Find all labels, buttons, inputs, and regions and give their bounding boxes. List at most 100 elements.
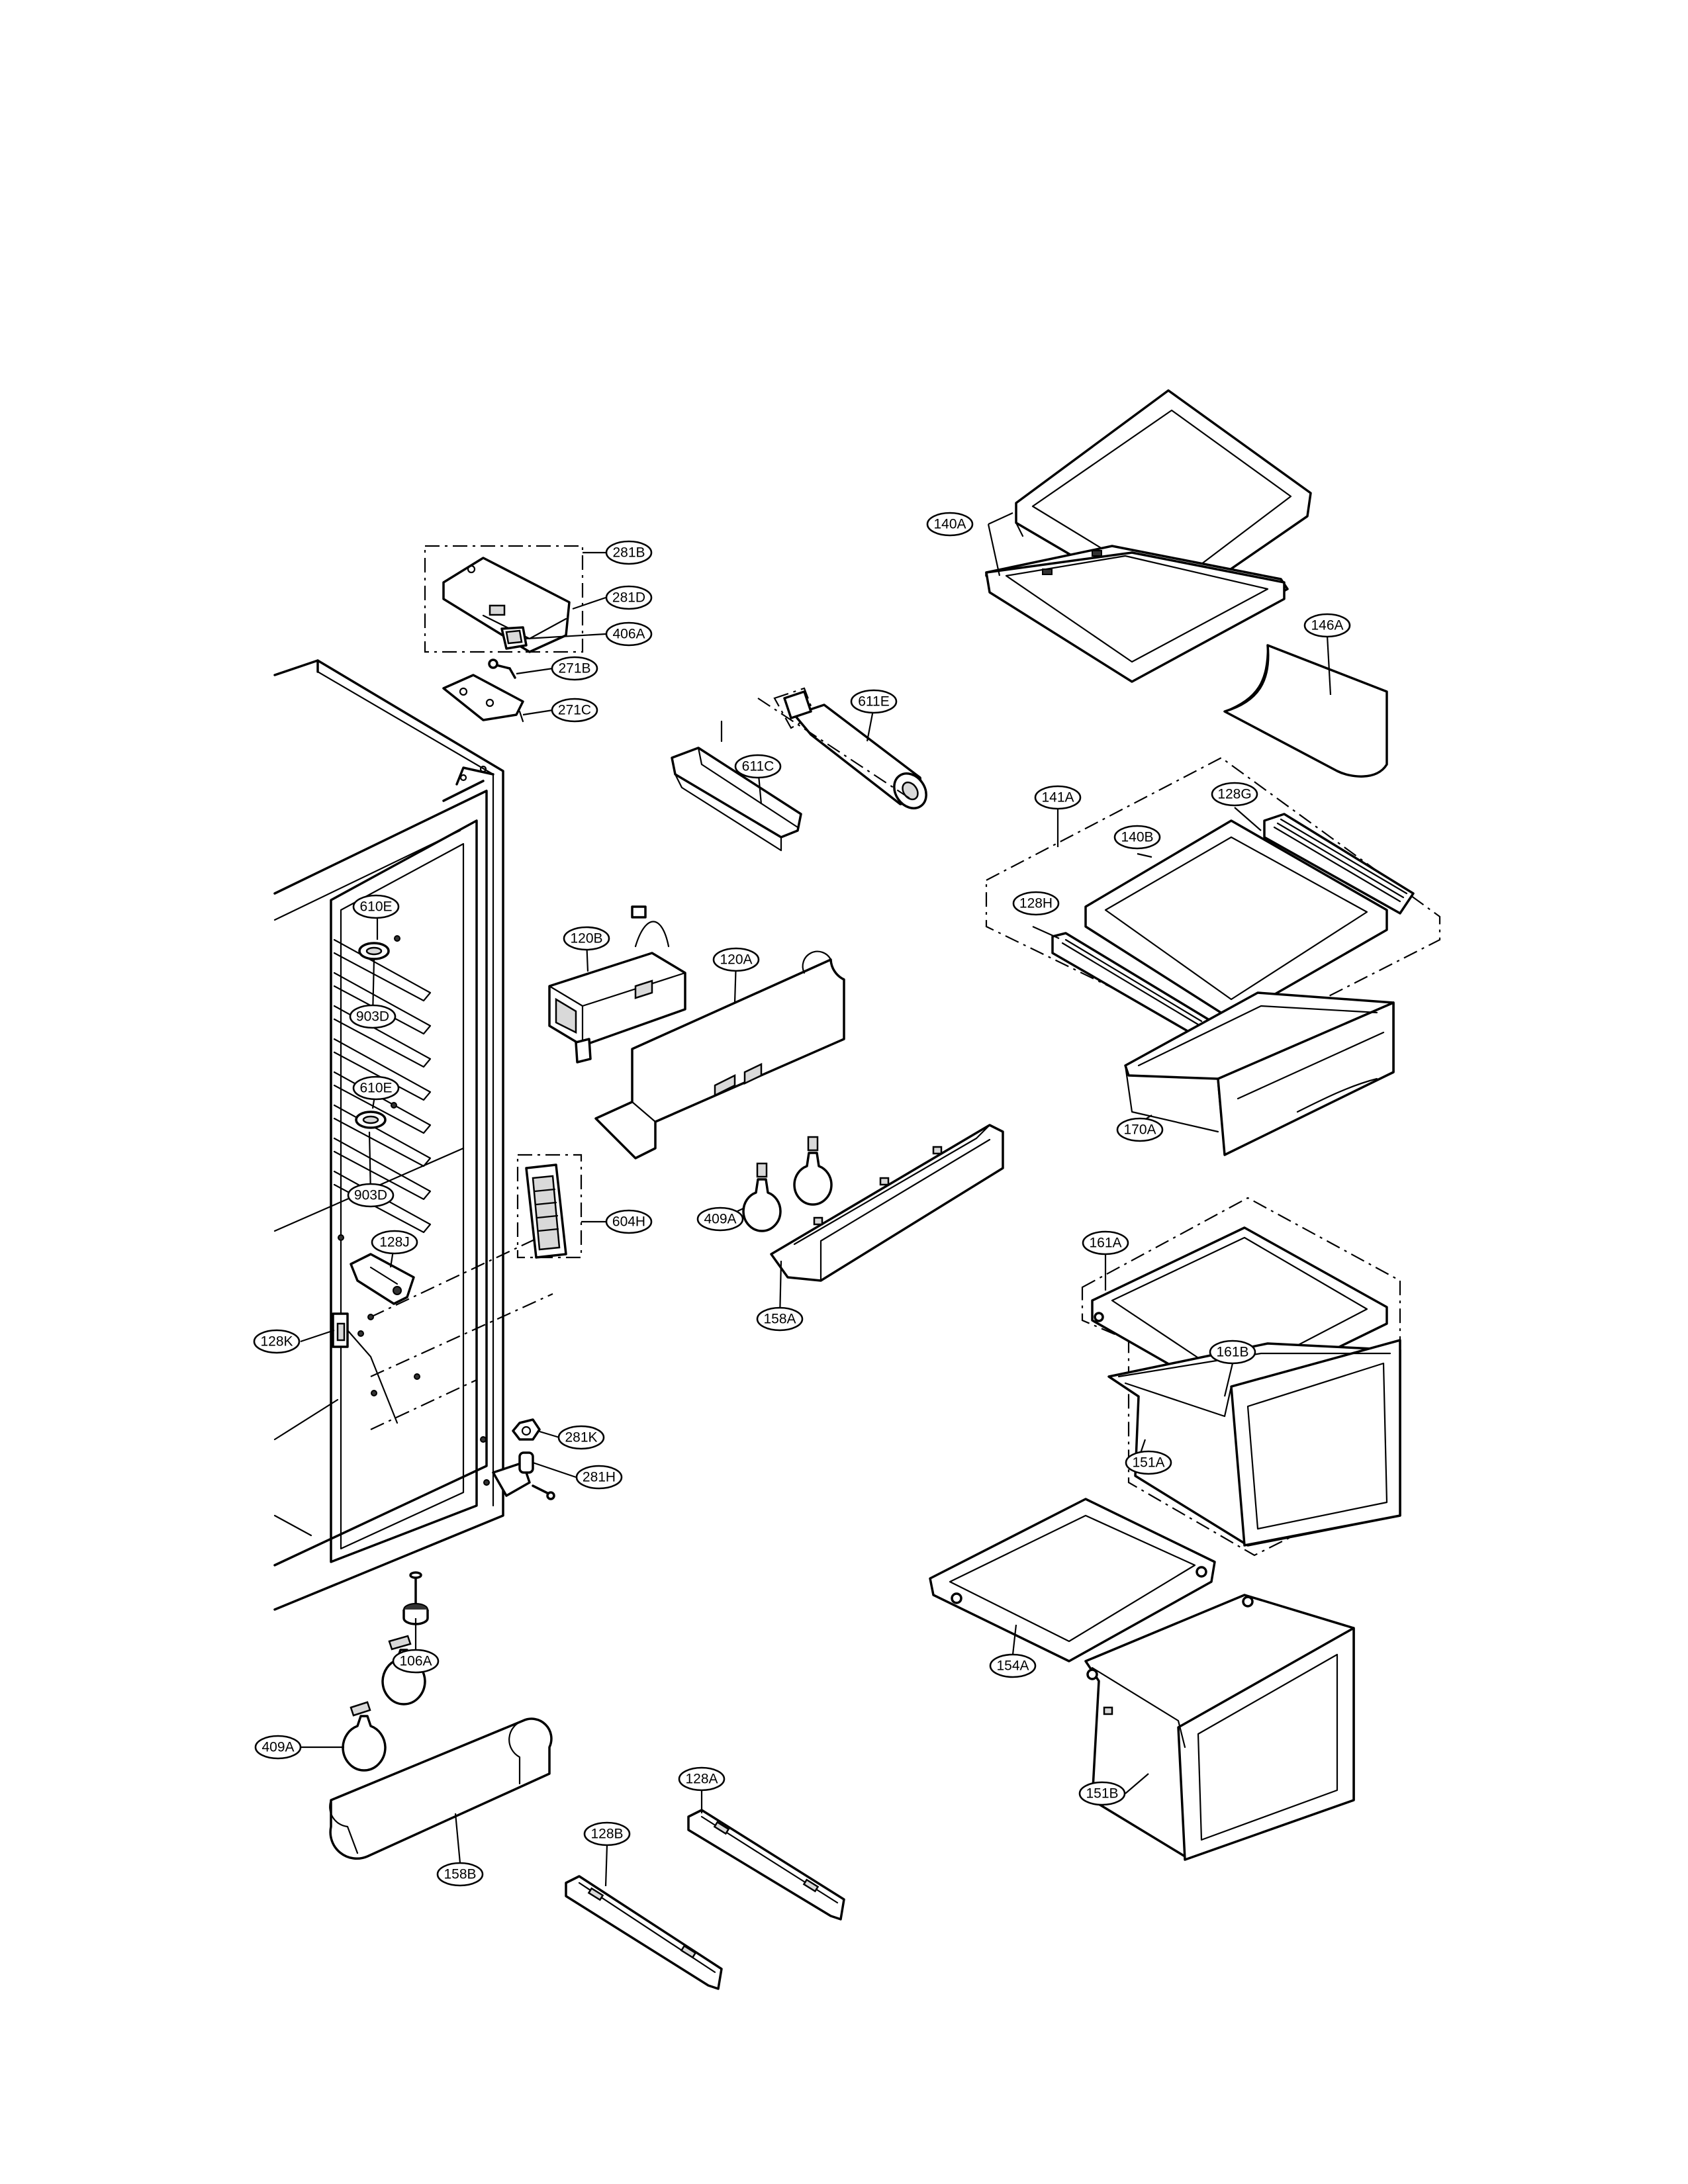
svg-text:128A: 128A xyxy=(685,1772,718,1787)
svg-text:604H: 604H xyxy=(612,1214,645,1230)
svg-text:611C: 611C xyxy=(742,759,774,774)
svg-text:161A: 161A xyxy=(1089,1236,1121,1251)
part-271C xyxy=(442,674,524,723)
svg-text:128H: 128H xyxy=(1019,896,1053,911)
svg-text:271C: 271C xyxy=(558,703,591,718)
svg-text:140A: 140A xyxy=(933,517,966,532)
svg-text:140B: 140B xyxy=(1121,830,1153,845)
svg-text:128K: 128K xyxy=(260,1334,293,1349)
svg-text:409A: 409A xyxy=(704,1212,736,1227)
callout-154A: 154A xyxy=(989,1653,1037,1678)
callout-141A: 141A xyxy=(1034,785,1082,810)
part-158A xyxy=(770,1124,1004,1282)
svg-text:120A: 120A xyxy=(720,952,752,968)
callout-151B: 151B xyxy=(1078,1781,1126,1806)
part-151A xyxy=(1107,1339,1401,1547)
part-128K xyxy=(332,1312,399,1424)
callout-146A: 146A xyxy=(1303,613,1351,638)
svg-text:610E: 610E xyxy=(359,899,392,915)
part-281H xyxy=(492,1451,555,1500)
callout-611C: 611C xyxy=(734,754,782,779)
part-604H xyxy=(516,1154,583,1259)
callout-128A: 128A xyxy=(678,1766,726,1792)
callout-610E-lower: 610E xyxy=(352,1075,400,1101)
callout-170A: 170A xyxy=(1116,1117,1164,1142)
svg-text:128J: 128J xyxy=(379,1235,410,1250)
svg-text:281H: 281H xyxy=(583,1470,616,1485)
svg-text:281B: 281B xyxy=(612,545,645,561)
callout-604H: 604H xyxy=(605,1209,653,1234)
svg-text:151A: 151A xyxy=(1132,1455,1164,1471)
callout-106A: 106A xyxy=(392,1649,440,1674)
callout-120A: 120A xyxy=(712,947,760,972)
part-611C xyxy=(671,720,802,852)
callout-281H: 281H xyxy=(575,1465,623,1490)
callout-611E: 611E xyxy=(850,689,898,714)
callout-271B: 271B xyxy=(551,656,598,681)
part-120A xyxy=(594,950,845,1160)
callout-158B: 158B xyxy=(436,1862,484,1887)
svg-text:158A: 158A xyxy=(763,1312,796,1327)
svg-text:154A: 154A xyxy=(996,1659,1029,1674)
svg-text:158B: 158B xyxy=(444,1867,476,1882)
svg-text:610E: 610E xyxy=(359,1081,392,1096)
callout-128K: 128K xyxy=(253,1329,301,1354)
svg-text:151B: 151B xyxy=(1086,1786,1118,1801)
callout-128G: 128G xyxy=(1211,782,1258,807)
svg-text:161B: 161B xyxy=(1216,1345,1248,1360)
part-151B xyxy=(1084,1594,1355,1861)
svg-text:281D: 281D xyxy=(612,590,645,606)
callout-161A: 161A xyxy=(1082,1230,1129,1255)
callout-151A: 151A xyxy=(1125,1450,1172,1475)
part-281B-assembly xyxy=(424,545,584,653)
part-140A xyxy=(985,389,1312,683)
svg-text:903D: 903D xyxy=(354,1188,387,1203)
part-146A xyxy=(1223,644,1388,778)
svg-text:271B: 271B xyxy=(558,661,590,676)
callout-281D: 281D xyxy=(605,585,653,610)
callout-406A: 406A xyxy=(605,621,653,647)
callout-903D-upper: 903D xyxy=(349,1004,397,1029)
svg-text:281K: 281K xyxy=(565,1430,597,1445)
part-170A xyxy=(1124,991,1395,1156)
callout-281B: 281B xyxy=(605,540,653,565)
svg-text:903D: 903D xyxy=(356,1009,389,1024)
part-154A xyxy=(929,1498,1216,1662)
svg-text:120B: 120B xyxy=(570,931,602,946)
svg-text:409A: 409A xyxy=(261,1740,294,1755)
svg-text:611E: 611E xyxy=(858,694,890,709)
part-141A-assembly xyxy=(985,756,1441,1047)
part-128A xyxy=(687,1809,845,1921)
callout-281K: 281K xyxy=(557,1425,605,1450)
svg-text:106A: 106A xyxy=(399,1654,432,1669)
callout-610E-upper: 610E xyxy=(352,894,400,919)
callout-409A-bottom: 409A xyxy=(254,1735,302,1760)
callout-161B: 161B xyxy=(1209,1340,1256,1365)
callout-140A: 140A xyxy=(926,512,974,537)
svg-text:141A: 141A xyxy=(1041,790,1074,805)
svg-text:146A: 146A xyxy=(1311,618,1343,633)
callout-140B: 140B xyxy=(1113,825,1161,850)
part-158B xyxy=(329,1717,553,1860)
callout-128H: 128H xyxy=(1012,891,1060,916)
svg-text:406A: 406A xyxy=(612,627,645,642)
part-271B xyxy=(488,659,516,679)
cabinet-body xyxy=(273,659,553,1611)
callout-128J: 128J xyxy=(371,1230,418,1255)
svg-text:128G: 128G xyxy=(1217,787,1251,802)
part-106A xyxy=(402,1571,429,1625)
part-128B xyxy=(565,1875,723,1990)
part-120B xyxy=(548,905,686,1064)
callout-271C: 271C xyxy=(551,698,598,723)
callout-409A-middle: 409A xyxy=(696,1206,744,1232)
part-281K xyxy=(512,1418,541,1441)
callout-120B: 120B xyxy=(563,926,610,951)
callout-158A: 158A xyxy=(756,1306,804,1332)
part-128J xyxy=(350,1253,415,1305)
part-409A-middle xyxy=(742,1136,833,1232)
callout-903D-lower: 903D xyxy=(347,1183,395,1208)
svg-text:170A: 170A xyxy=(1123,1122,1156,1138)
callout-128B: 128B xyxy=(583,1821,631,1846)
part-611E xyxy=(757,687,927,809)
